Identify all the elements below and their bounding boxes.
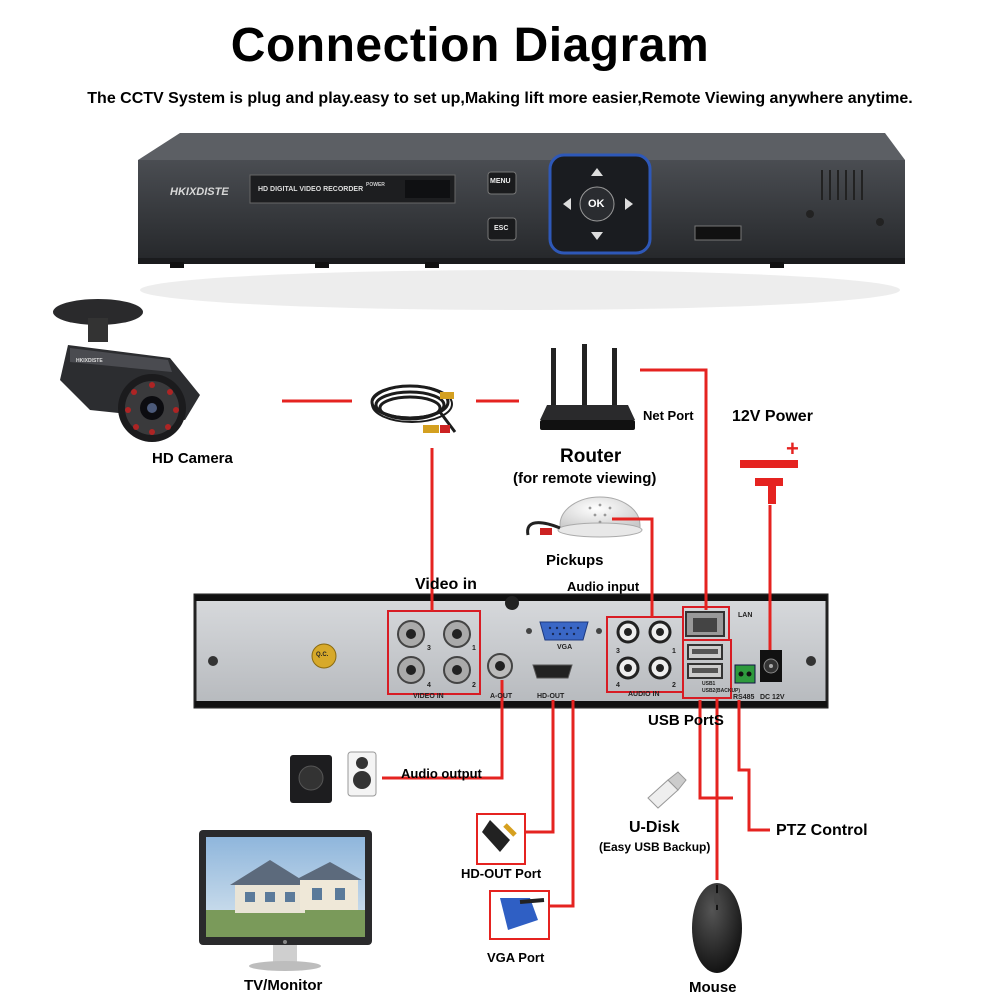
audio-in-connectors [616,620,672,680]
audio-port-number-2: 2 [672,682,676,689]
mouse-image [692,883,742,973]
video-in-port-text: VIDEO IN [413,693,444,700]
video-in-connectors [397,620,471,684]
hd-camera-label: HD Camera [152,450,233,467]
hdout-port-label: HD-OUT Port [461,866,542,881]
mouse-label: Mouse [689,979,737,996]
audio-input-title: Audio input [567,579,640,594]
audio-output-label: Audio output [401,766,482,781]
usb2-text: USB2(BACKUP) [702,688,741,694]
page-subtitle: The CCTV System is plug and play.easy to… [87,90,913,107]
hd-out-port-text: HD-OUT [537,693,565,700]
lan-port-text: LAN [738,612,753,619]
dvr-brand-label: HKIXDISTE [170,186,229,198]
audio-port-number-3: 3 [616,648,620,655]
router-image [540,344,635,430]
video-port-number-2: 2 [472,682,476,689]
hdmi-cable-icon [476,813,526,865]
udisk-sublabel: (Easy USB Backup) [599,840,711,854]
dc-12v-text: DC 12V [760,694,785,701]
port-highlight-boxes [387,606,732,699]
qc-sticker-text: Q.C. [316,652,329,658]
dvr-power-label: POWER [366,182,385,188]
speakers-image [290,751,377,803]
ptz-control-label: PTZ Control [776,822,868,839]
udisk-label: U-Disk [629,819,680,836]
tv-monitor-image [199,830,372,971]
rs485-text: RS485 [733,694,755,701]
power-supply-symbol [740,460,798,504]
dvr-display-text: HD DIGITAL VIDEO RECORDER [258,186,364,193]
vga-cable-icon [489,890,550,940]
page-title: Connection Diagram [230,19,710,72]
audio-port-number-1: 1 [672,648,676,655]
camera-brand-label: HKIXDISTE [76,358,103,364]
audio-port-number-4: 4 [616,682,620,689]
connection-lines [282,368,772,908]
video-in-title: Video in [415,576,477,593]
usb1-text: USB1 [702,681,716,687]
power-plus-sign: + [786,436,799,461]
video-port-number-3: 3 [427,645,431,652]
router-label: Router [560,446,622,467]
ok-button[interactable]: OK [588,198,605,210]
a-out-port-text: A-OUT [490,693,513,700]
vga-port-text: VGA [557,644,573,651]
power-label: 12V Power [732,408,813,425]
dvr-rear-panel [193,593,829,709]
udisk-icon [647,771,687,809]
audio-in-port-text: AUDIO IN [628,691,660,698]
pickups-label: Pickups [546,552,604,569]
usb-ports-label: USB PortS [648,712,724,729]
router-sublabel: (for remote viewing) [513,470,657,487]
menu-button[interactable]: MENU [490,178,511,185]
dvr-front-unit [138,133,905,310]
video-port-number-4: 4 [427,682,431,689]
net-port-label: Net Port [643,408,694,423]
bnc-cable-icon [370,384,457,433]
pickup-microphone-image [526,496,643,538]
tv-monitor-label: TV/Monitor [244,977,323,994]
esc-button[interactable]: ESC [494,225,509,232]
video-port-number-1: 1 [472,645,476,652]
hd-camera-image [53,299,200,442]
vga-port-label: VGA Port [487,950,545,965]
